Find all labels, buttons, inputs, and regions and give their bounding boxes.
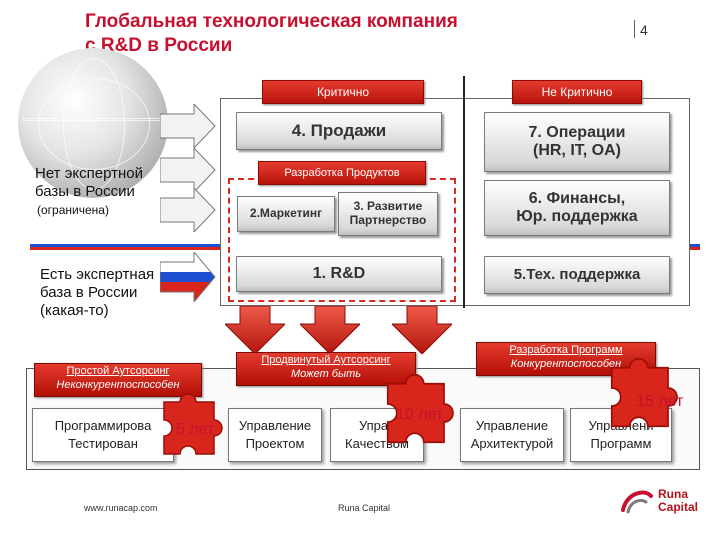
critical-header: Критично (262, 80, 424, 104)
page-title: Глобальная технологическая компания с R&… (85, 10, 515, 58)
operations-box: 7. Операции(HR, IT, OA) (484, 112, 670, 172)
russian-flag-arrow-icon (160, 252, 216, 302)
rnd-box: 1. R&D (236, 256, 442, 292)
ten-years-label: 10 лет (396, 406, 444, 423)
tech-support-box: 5.Тех. поддержка (484, 256, 670, 294)
page-title-line1: Глобальная технологическая компания (85, 11, 458, 32)
puzzle-piece-icon (596, 352, 686, 442)
finance-box: 6. Финансы,Юр. поддержка (484, 180, 670, 236)
runa-logo-text: Runa Capital (658, 487, 699, 514)
critical-divider (463, 76, 465, 308)
noncritical-header: Не Критично (512, 80, 642, 104)
page-title-line2: с R&D в России (85, 35, 233, 56)
page-number-divider (634, 20, 635, 38)
has-expertise-label: Есть экспертная база в России (какая-то) (40, 266, 155, 319)
chevron-arrow-icon (160, 148, 216, 192)
advanced-outsourcing-label: Продвинутый Аутсорсинг Может быть (236, 352, 416, 386)
fifteen-years-label: 15 лет (636, 393, 684, 410)
page-number: 4 (640, 22, 648, 38)
marketing-box: 2.Маркетинг (237, 196, 335, 232)
puzzle-piece-icon (372, 368, 462, 458)
simple-outsourcing-label: Простой Аутсорсинг Неконкурентоспособен (34, 363, 202, 397)
down-arrow-icon (300, 306, 360, 354)
runa-logo-icon (620, 486, 654, 516)
footer-website: www.runacap.com (84, 503, 158, 513)
chevron-arrow-icon (160, 188, 216, 232)
no-expertise-label: Нет экспертной базы в России (35, 165, 143, 200)
footer-company: Runa Capital (338, 503, 391, 513)
five-years-label: 5 лет (176, 421, 215, 438)
puzzle-globe-image (18, 48, 168, 198)
down-arrow-icon (225, 306, 285, 354)
product-development-label: Разработка Продуктов (258, 161, 426, 185)
chevron-arrow-icon (160, 104, 216, 148)
no-expertise-note: (ограничена) (37, 203, 109, 217)
puzzle-piece-icon (150, 388, 230, 468)
sales-box: 4. Продажи (236, 112, 442, 150)
down-arrow-icon (392, 306, 452, 354)
